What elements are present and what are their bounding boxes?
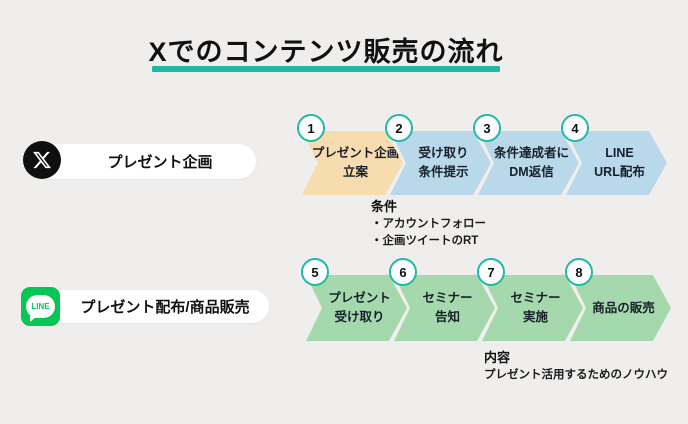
line-logo-icon: LINE bbox=[21, 287, 60, 326]
row-label-x: プレゼント企画 bbox=[30, 144, 256, 179]
step-6-label: セミナー告知 bbox=[422, 291, 473, 324]
step-8-arrow: 商品の販売 bbox=[570, 275, 671, 341]
step-5: プレゼント受け取り 5 bbox=[301, 258, 407, 341]
condition-note: 条件 ・アカウントフォロー ・企画ツイートのRT bbox=[371, 198, 486, 249]
page-title: Xでのコンテンツ販売の流れ bbox=[148, 37, 504, 67]
content-note: 内容 プレゼント活用するためのノウハウ bbox=[484, 349, 668, 384]
step-7-arrow: セミナー実施 bbox=[482, 275, 583, 341]
step-2-label: 受け取り条件提示 bbox=[418, 146, 469, 179]
condition-note-line: ・アカウントフォロー bbox=[371, 218, 486, 230]
step-8-number-badge: 8 bbox=[565, 258, 593, 286]
content-note-line: プレゼント活用するためのノウハウ bbox=[484, 369, 668, 381]
step-2-number-badge: 2 bbox=[385, 114, 413, 142]
step-6: セミナー告知 6 bbox=[389, 258, 495, 341]
condition-note-line: ・企画ツイートのRT bbox=[371, 234, 479, 247]
step-6-arrow: セミナー告知 bbox=[394, 275, 495, 341]
condition-note-heading: 条件 bbox=[371, 199, 398, 214]
step-3-number-badge: 3 bbox=[473, 114, 501, 142]
row-label-line-text: プレゼント配布/商品販売 bbox=[80, 299, 250, 316]
flow-steps-line: プレゼント受け取り 5 セミナー告知 6 セミナー実施 7 bbox=[301, 258, 671, 341]
step-1-label: プレゼント企画立案 bbox=[311, 146, 400, 179]
step-8: 商品の販売 8 bbox=[565, 258, 671, 341]
row-label-x-text: プレゼント企画 bbox=[107, 154, 213, 171]
line-logo-bubble: LINE bbox=[26, 295, 55, 322]
step-6-number-badge: 6 bbox=[389, 258, 417, 286]
step-1-number-badge: 1 bbox=[297, 114, 325, 142]
step-1-arrow: プレゼント企画立案 bbox=[302, 131, 403, 195]
step-7-number-badge: 7 bbox=[477, 258, 505, 286]
step-4-number-badge: 4 bbox=[561, 114, 589, 142]
x-logo-icon bbox=[23, 141, 61, 179]
step-7: セミナー実施 7 bbox=[477, 258, 583, 341]
step-5-arrow: プレゼント受け取り bbox=[306, 275, 407, 341]
step-7-label: セミナー実施 bbox=[510, 291, 561, 324]
step-2: 受け取り条件提示 2 bbox=[385, 114, 491, 195]
step-8-label: 商品の販売 bbox=[592, 300, 655, 315]
step-5-number-badge: 5 bbox=[301, 258, 329, 286]
step-5-label: プレゼント受け取り bbox=[328, 291, 391, 324]
step-1: プレゼント企画立案 1 bbox=[297, 114, 403, 195]
content-note-heading: 内容 bbox=[484, 350, 511, 365]
title-underline bbox=[152, 66, 500, 72]
row-label-line: プレゼント配布/商品販売 bbox=[27, 290, 269, 323]
step-2-arrow: 受け取り条件提示 bbox=[390, 131, 491, 195]
